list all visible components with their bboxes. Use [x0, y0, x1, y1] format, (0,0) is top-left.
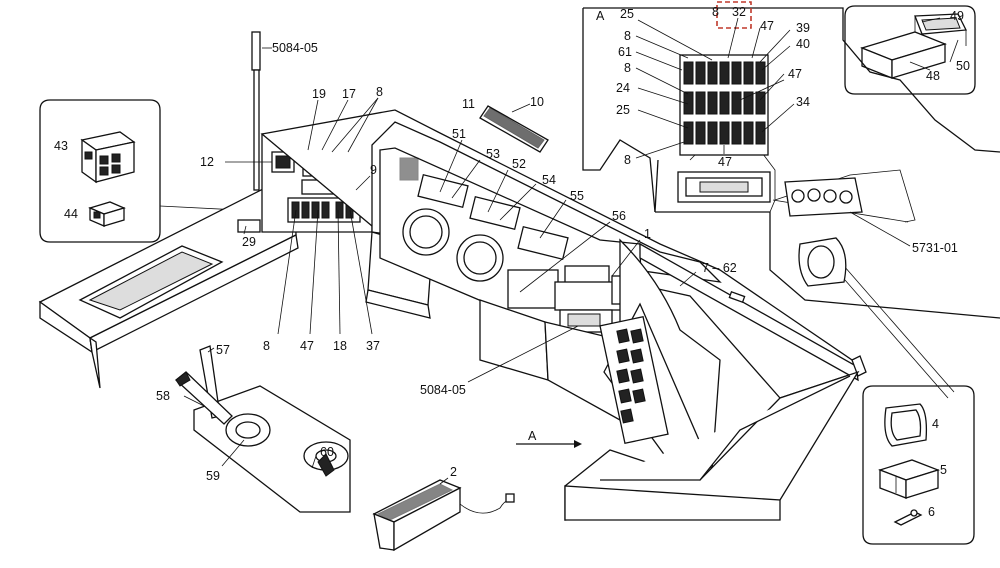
label-59: 59	[206, 469, 220, 483]
fuse-grid	[683, 61, 766, 145]
label-29: 29	[242, 235, 256, 249]
label-5: 5	[940, 463, 947, 477]
label-5084-05-top: 5084-05	[272, 41, 318, 55]
label-8-bottom: 8	[263, 339, 270, 353]
label-49: 49	[950, 9, 964, 23]
view-a-panel	[582, 1, 1000, 319]
detail-box-radio	[844, 5, 976, 95]
label-24: 24	[616, 81, 630, 95]
detail-box-speaker	[837, 265, 975, 545]
label-19: 19	[312, 87, 326, 101]
dashboard-body	[38, 31, 867, 521]
gauge-vents	[399, 157, 569, 261]
callout-labels: 5084-05 19 17 8 11 10 43 44 12 9 51 53 5…	[54, 5, 970, 519]
label-47-bottom: 47	[300, 339, 314, 353]
label-17: 17	[342, 87, 356, 101]
label-4: 4	[932, 417, 939, 431]
label-18: 18	[333, 339, 347, 353]
label-48: 48	[926, 69, 940, 83]
label-47-view-bottom: 47	[718, 155, 732, 169]
label-54: 54	[542, 173, 556, 187]
label-50: 50	[956, 59, 970, 73]
label-32: 32	[732, 5, 746, 19]
vent-strip	[479, 105, 549, 153]
label-8-left-3: 8	[624, 153, 631, 167]
label-52: 52	[512, 157, 526, 171]
label-55: 55	[570, 189, 584, 203]
detail-box-connectors	[39, 99, 279, 243]
label-37: 37	[366, 339, 380, 353]
label-7-62: 7 – 62	[702, 261, 737, 275]
right-switch-bank	[599, 315, 669, 445]
label-51: 51	[452, 127, 466, 141]
label-60: 60	[320, 445, 334, 459]
label-47-view-mid: 47	[788, 67, 802, 81]
label-34: 34	[796, 95, 810, 109]
label-10: 10	[530, 95, 544, 109]
label-6: 6	[928, 505, 935, 519]
label-44: 44	[64, 207, 78, 221]
label-39: 39	[796, 21, 810, 35]
highlight-marker	[716, 1, 752, 29]
label-a-view: A	[596, 9, 605, 23]
label-8-left-2: 8	[624, 61, 631, 75]
label-1: 1	[644, 227, 651, 241]
label-5084-05-mid: 5084-05	[420, 383, 466, 397]
label-8-view-top: 8	[712, 5, 719, 19]
part-2-module	[372, 479, 515, 552]
label-11: 11	[462, 97, 475, 111]
label-61: 61	[618, 45, 632, 59]
label-53: 53	[486, 147, 500, 161]
label-43: 43	[54, 139, 68, 153]
view-arrow-a	[516, 440, 582, 448]
label-56: 56	[612, 209, 626, 223]
label-25-top: 25	[620, 7, 634, 21]
label-8-top: 8	[376, 85, 383, 99]
label-8-left-1: 8	[624, 29, 631, 43]
label-a-arrow: A	[528, 429, 537, 443]
label-5731-01: 5731-01	[912, 241, 958, 255]
label-58: 58	[156, 389, 170, 403]
label-2: 2	[450, 465, 457, 479]
leader-lines	[183, 97, 697, 485]
stalk-levers	[175, 345, 351, 513]
label-12: 12	[200, 155, 214, 169]
label-25-lower: 25	[616, 103, 630, 117]
label-40: 40	[796, 37, 810, 51]
label-57: 57	[216, 343, 230, 357]
label-47-view-top: 47	[760, 19, 774, 33]
label-9: 9	[370, 163, 377, 177]
